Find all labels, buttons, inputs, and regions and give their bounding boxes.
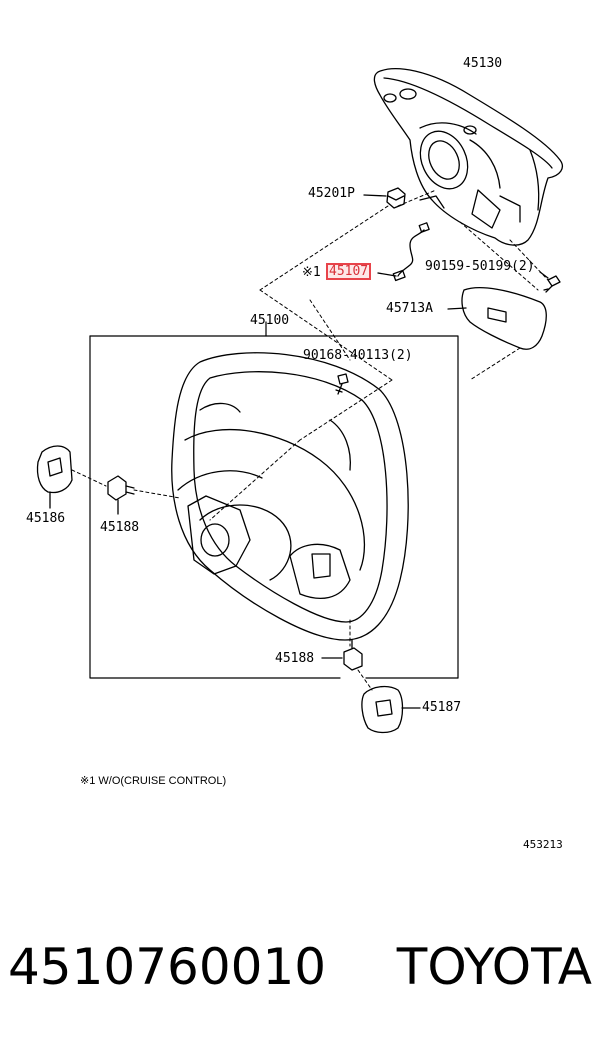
label-45186: 45186 — [26, 511, 66, 526]
label-90159-50199: 90159-50199(2) — [425, 259, 535, 274]
part-number: 4510760010 — [8, 938, 327, 996]
bracket-45186 — [36, 445, 73, 509]
footnote: ※1 W/O(CRUISE CONTROL) — [80, 775, 227, 787]
nut-45201p — [363, 187, 406, 209]
wire-harness-45107 — [377, 222, 430, 282]
bracket-45187 — [361, 685, 421, 734]
diagram-code: 453213 — [523, 838, 563, 851]
note-mark: ※1 — [302, 265, 321, 280]
product-footer: 4510760010 TOYOTA — [8, 938, 592, 996]
label-45188-lower: 45188 — [275, 651, 315, 666]
screw-90168 — [335, 373, 349, 395]
assembly-frame — [89, 321, 459, 679]
diagram-drawing — [36, 68, 563, 734]
label-45100: 45100 — [250, 313, 290, 328]
label-45107-highlighted[interactable]: 45107 — [325, 263, 372, 280]
label-45713a: 45713A — [386, 301, 433, 316]
parts-diagram: 45130 45201P ※1 45107 90159-50199(2) 457… — [26, 56, 563, 851]
bolt-45188-lower — [321, 619, 373, 691]
brand-name: TOYOTA — [396, 938, 592, 996]
guide-lines-upper — [209, 189, 549, 521]
label-45188-left: 45188 — [100, 520, 140, 535]
cover-45713a — [447, 287, 547, 350]
airbag-assembly — [373, 68, 563, 246]
label-45130: 45130 — [463, 56, 503, 71]
screw-90159 — [539, 271, 561, 293]
label-90168-40113: 90168-40113(2) — [303, 348, 413, 363]
bolt-45188-left — [71, 469, 181, 515]
label-45201p: 45201P — [308, 186, 355, 201]
steering-wheel — [171, 352, 409, 641]
label-45187: 45187 — [422, 700, 462, 715]
